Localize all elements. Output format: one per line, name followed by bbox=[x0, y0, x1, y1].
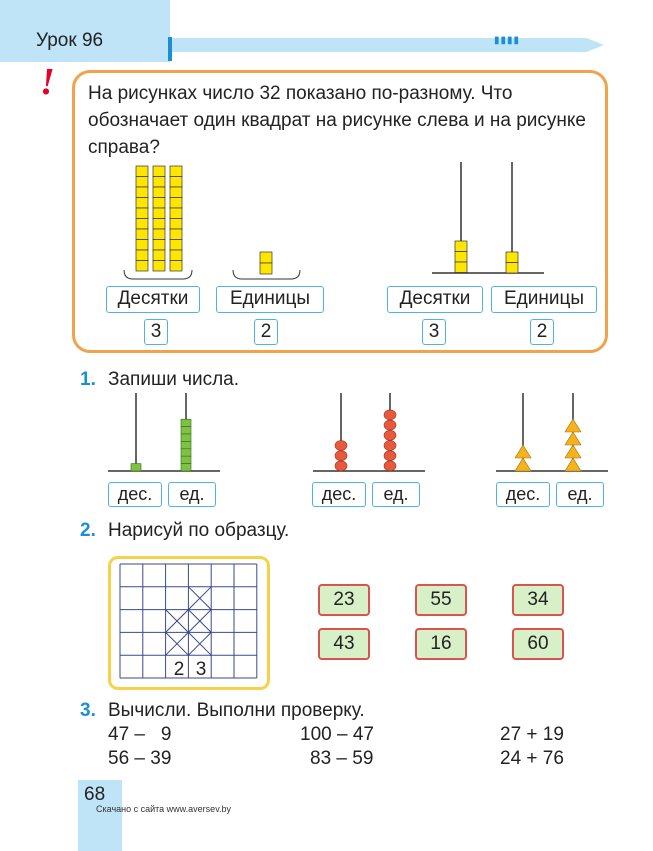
header-ribbon bbox=[172, 38, 604, 52]
ribbon-dots-icon: ▮▮▮▮ bbox=[494, 35, 521, 46]
intro-right-tens-label: Десятки bbox=[387, 286, 483, 313]
ten-rod-cell bbox=[152, 260, 166, 272]
number-card: 34 bbox=[512, 584, 564, 616]
task2-number: 2. bbox=[80, 520, 96, 541]
cross-mark bbox=[188, 609, 212, 633]
expression: 100 – 47 bbox=[300, 724, 374, 745]
number-card: 60 bbox=[512, 628, 564, 660]
page-tab bbox=[78, 780, 122, 851]
ten-rod-cell bbox=[135, 260, 149, 272]
unit-cube bbox=[259, 262, 273, 275]
intro-right-units-value: 2 bbox=[530, 319, 554, 345]
abacus3-units-label: ед. bbox=[556, 482, 604, 507]
intro-text: На рисунках число 32 показано по-разному… bbox=[88, 83, 586, 158]
task3-text: Вычисли. Выполни проверку. bbox=[108, 700, 365, 721]
abacus-square bbox=[454, 261, 468, 273]
abacus3-tens-label: дес. bbox=[496, 482, 550, 507]
task3-number: 3. bbox=[80, 700, 96, 721]
sample-digit-units: 3 bbox=[195, 659, 207, 680]
expression: 83 – 59 bbox=[310, 748, 374, 769]
header-tab bbox=[0, 0, 170, 62]
number-card: 55 bbox=[415, 584, 467, 616]
abacus2-units-label: ед. bbox=[372, 482, 420, 507]
abacus-triangle bbox=[514, 457, 532, 472]
cross-mark bbox=[188, 586, 212, 610]
abacus1-units-label: ед. bbox=[168, 482, 216, 507]
page-number: 68 bbox=[84, 784, 106, 805]
intro-left-tens-value: 3 bbox=[144, 319, 168, 345]
exclamation-icon: ! bbox=[40, 61, 55, 103]
task1-text: Запиши числа. bbox=[108, 369, 240, 390]
task1-number: 1. bbox=[80, 369, 96, 390]
expression: 24 + 76 bbox=[500, 748, 564, 769]
cross-mark bbox=[188, 632, 212, 656]
intro-right-units-label: Единицы bbox=[491, 286, 597, 313]
intro-box bbox=[72, 70, 608, 353]
abacus-triangle bbox=[564, 457, 582, 472]
number-card: 43 bbox=[318, 628, 370, 660]
abacus-bead bbox=[334, 460, 348, 472]
sample-digit-tens: 2 bbox=[173, 659, 185, 680]
units-brace bbox=[232, 269, 301, 280]
number-card: 23 bbox=[318, 584, 370, 616]
intro-right-tens-value: 3 bbox=[422, 319, 446, 345]
intro-left-units-label: Единицы bbox=[216, 286, 324, 313]
ten-rod-cell bbox=[169, 260, 183, 272]
tens-brace bbox=[123, 269, 193, 280]
task2-text: Нарисуй по образцу. bbox=[108, 520, 290, 541]
cross-mark bbox=[165, 632, 189, 656]
intro-left-tens-label: Десятки bbox=[106, 286, 200, 313]
abacus2-tens-label: дес. bbox=[312, 482, 366, 507]
cross-mark bbox=[165, 609, 189, 633]
header-divider bbox=[168, 37, 172, 61]
expression: 47 – 9 bbox=[108, 724, 172, 745]
credit-text: Скачано с сайта www.aversev.by bbox=[96, 804, 232, 814]
abacus-bead bbox=[383, 460, 397, 472]
intro-left-units-value: 2 bbox=[254, 319, 278, 345]
number-card: 16 bbox=[415, 628, 467, 660]
abacus-square bbox=[130, 463, 142, 472]
abacus-square bbox=[180, 463, 192, 472]
abacus1-tens-label: дес. bbox=[108, 482, 162, 507]
abacus-square bbox=[505, 262, 519, 274]
lesson-title: Урок 96 bbox=[36, 30, 104, 51]
expression: 56 – 39 bbox=[108, 748, 172, 769]
expression: 27 + 19 bbox=[500, 724, 564, 745]
sample-grid-box bbox=[108, 556, 270, 690]
